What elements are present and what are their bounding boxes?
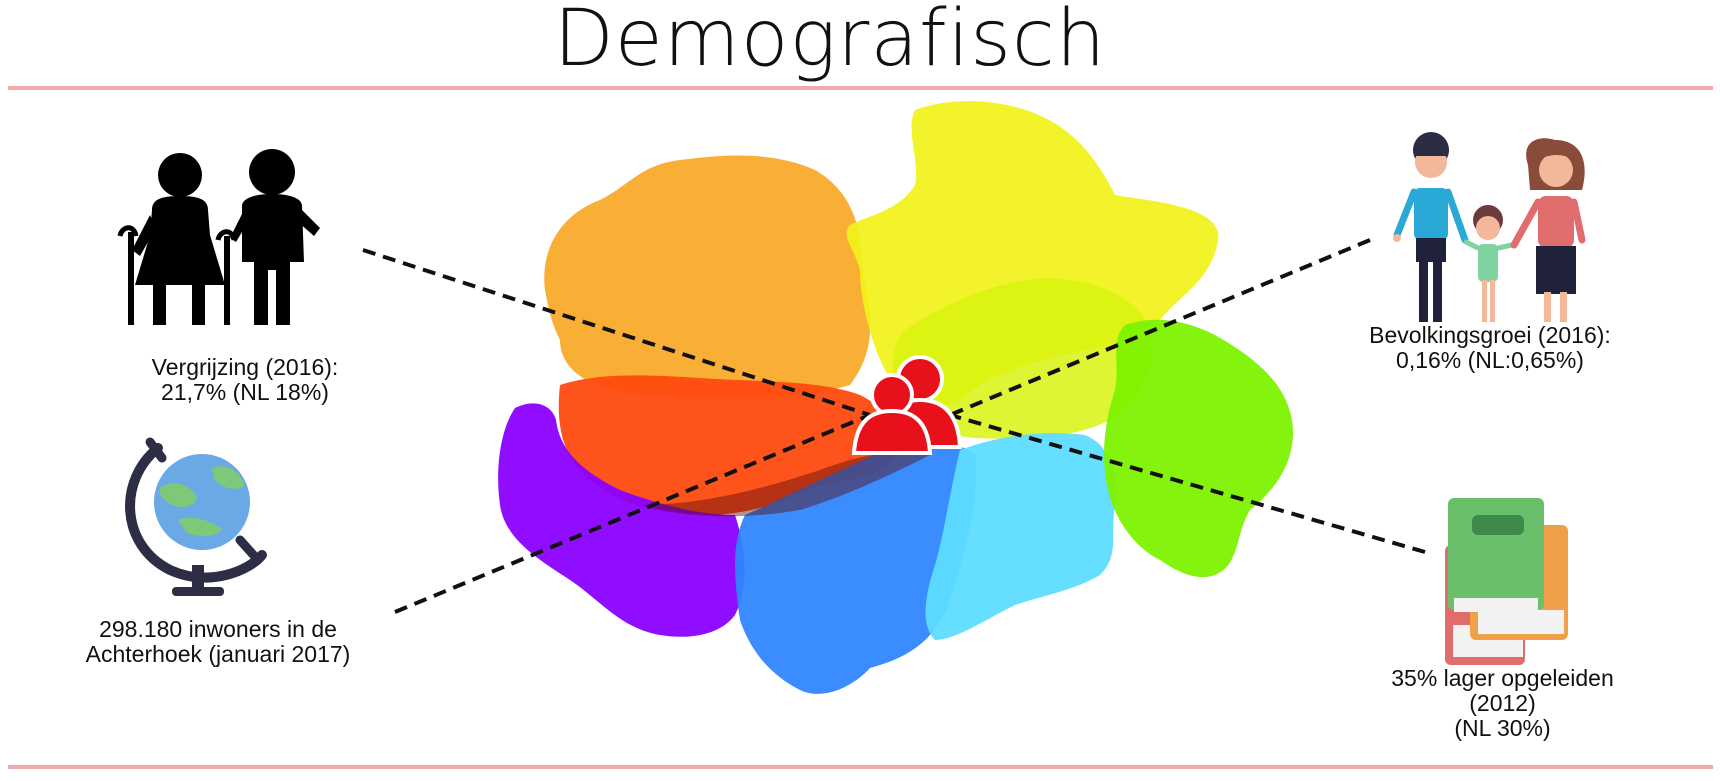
education-stat-line1: 35% lager opgeleiden [1391,665,1614,691]
education-stat-line2: (2012) [1469,690,1536,716]
population-stat-line1: 298.180 inwoners in de [99,616,337,642]
connector-ageing [362,248,871,417]
connector-growth [949,238,1371,417]
books-icon [1445,498,1568,665]
map-overlap-shadow [640,452,930,517]
map-region-blue [735,443,976,694]
growth-stat-value: 0,16% (NL:0,65%) [1396,347,1584,373]
map-region-lime-mid [893,278,1153,439]
ageing-stat: Vergrijzing (2016): 21,7% (NL 18%) [120,355,370,405]
connector-lines [362,238,1426,614]
connector-education [949,413,1426,554]
education-stat-line3: (NL 30%) [1454,715,1551,741]
ageing-stat-label: Vergrijzing (2016): [151,354,339,380]
top-divider [8,86,1713,90]
region-map [498,101,1293,694]
population-stat: 298.180 inwoners in de Achterhoek (janua… [58,617,378,667]
elderly-couple-icon [117,149,320,325]
family-icon [1393,132,1586,322]
growth-stat-label: Bevolkingsgroei (2016): [1369,322,1611,348]
users-icon [851,355,963,455]
growth-stat: Bevolkingsgroei (2016): 0,16% (NL:0,65%) [1340,323,1640,373]
population-stat-line2: Achterhoek (januari 2017) [85,641,351,667]
page-title: Demografisch [553,0,1107,84]
map-region-cyan [925,433,1117,640]
ageing-stat-value: 21,7% (NL 18%) [161,379,329,405]
globe-icon [125,437,267,596]
map-region-red [558,375,899,515]
map-region-green [1104,319,1293,578]
education-stat: 35% lager opgeleiden (2012) (NL 30%) [1360,666,1645,741]
map-region-purple [498,403,745,637]
bottom-divider [8,765,1713,769]
connector-population [394,413,871,614]
